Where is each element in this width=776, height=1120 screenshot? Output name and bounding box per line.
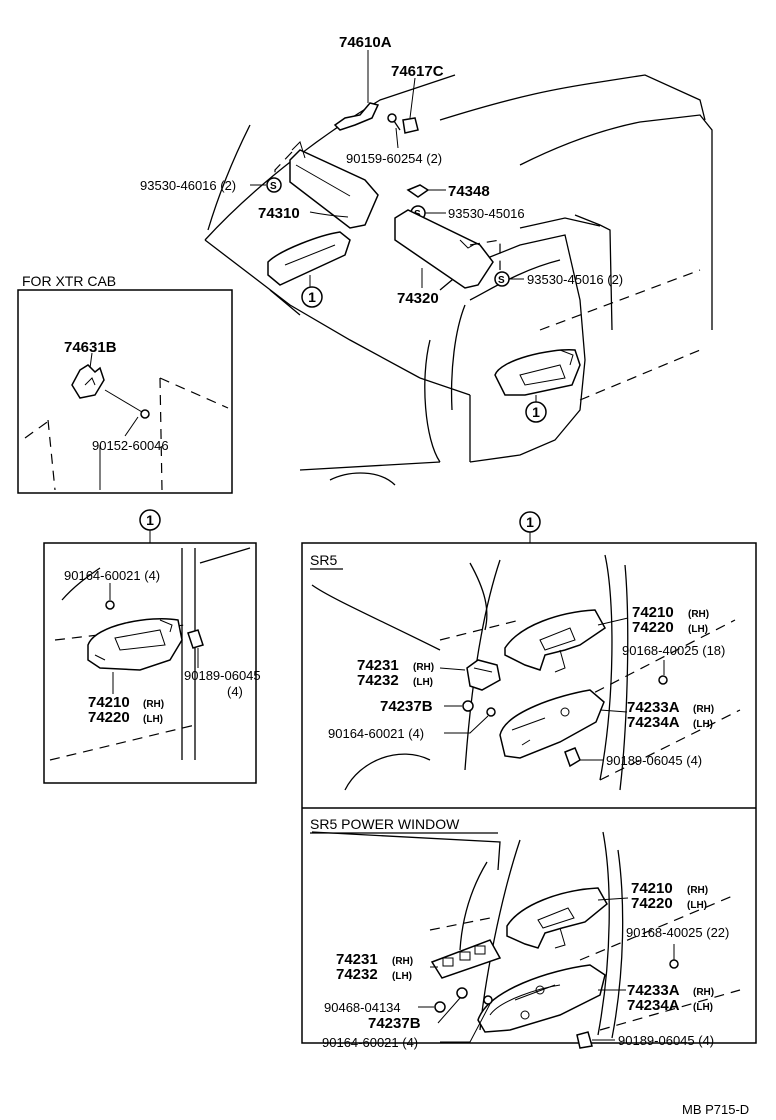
hook-74610A [333,102,380,131]
sr5-title: SR5 [310,552,337,568]
label-74231-side-sr5: (RH) [413,662,434,673]
door-grip-box-standard [43,542,257,784]
sr5-door-detail [311,554,741,791]
label-90189-06045-left: 90189-06045 [184,668,261,683]
label-74233A-side-pw: (RH) [693,987,714,998]
label-74210-side-sr5: (RH) [688,609,709,620]
svg-text:1: 1 [526,514,534,530]
label-74234A-pw: 74234A [627,997,680,1014]
label-74610A: 74610A [339,34,392,51]
label-90164-60021-pw: 90164-60021 (4) [322,1035,418,1050]
svg-text:1: 1 [532,404,540,420]
label-90168-40025-pw: 90168-40025 (22) [626,925,729,940]
s-mark-right: S [494,271,510,287]
diagram-code: MB P715-D [682,1102,749,1117]
label-74237B-pw: 74237B [368,1015,421,1032]
label-74617C: 74617C [391,63,444,80]
label-74210-pw: 74210 [631,880,673,897]
label-74232-sr5: 74232 [357,672,399,689]
label-74220-pw: 74220 [631,895,673,912]
label-90468-04134: 90468-04134 [324,1000,401,1015]
svg-text:1: 1 [308,289,316,305]
sun-visor-74320 [394,209,501,289]
label-74234A-sr5: 74234A [627,714,680,731]
label-74210-side-pw: (RH) [687,885,708,896]
svg-text:1: 1 [146,512,154,528]
label-74320: 74320 [397,290,439,307]
label-74232-pw: 74232 [336,966,378,983]
s-mark-left: S [266,177,282,193]
label-93530-45016: 93530-45016 [448,206,525,221]
label-90189-06045-pw: 90189-06045 (4) [618,1033,714,1048]
label-74631B: 74631B [64,339,117,356]
label-90164-60021-left: 90164-60021 (4) [64,568,160,583]
label-74210-sr5: 74210 [632,604,674,621]
label-74210-left: 74210 [88,694,130,711]
label-74220-sr5: 74220 [632,619,674,636]
label-74233A-pw: 74233A [627,982,680,999]
label-90168-40025-sr5: 90168-40025 (18) [622,643,725,658]
label-74234A-side-sr5: (LH) [693,719,713,730]
cab-outline [204,74,713,486]
label-74234A-side-pw: (LH) [693,1002,713,1013]
label-74348: 74348 [448,183,490,200]
svg-text:S: S [498,275,505,286]
sr5pw-title: SR5 POWER WINDOW [310,816,460,832]
xtr-cab-box [17,289,233,494]
xtr-cab-detail [24,364,229,491]
label-74220-side-sr5: (LH) [688,624,708,635]
label-74220-side-left: (LH) [143,714,163,725]
label-74310: 74310 [258,205,300,222]
label-93530-46016-left: 93530-46016 (2) [140,178,236,193]
label-74232-side-pw: (LH) [392,971,412,982]
label-90152-60046: 90152-60046 [92,438,169,453]
door-trim-box [301,542,757,1044]
label-74231-pw: 74231 [336,951,378,968]
label-74233A-side-sr5: (RH) [693,704,714,715]
assist-grip-headliner [267,231,351,286]
callout-1-top-right: 1 [525,401,547,423]
label-90189-qty-left: (4) [227,684,243,699]
door-grip-top [494,349,581,396]
label-93530-45016-right: 93530-45016 (2) [527,272,623,287]
callout-1-left-box: 1 [139,509,161,531]
xtr-cab-title: FOR XTR CAB [22,273,116,289]
label-90189-06045-sr5: 90189-06045 (4) [606,753,702,768]
label-74232-side-sr5: (LH) [413,677,433,688]
label-74210-side-left: (RH) [143,699,164,710]
svg-text:S: S [270,181,277,192]
clip-74617C [402,117,419,134]
label-74231-sr5: 74231 [357,657,399,674]
label-74220-left: 74220 [88,709,130,726]
callout-1-top-left: 1 [301,286,323,308]
label-90164-60021-sr5: 90164-60021 (4) [328,726,424,741]
label-74237B-sr5: 74237B [380,698,433,715]
label-74220-side-pw: (LH) [687,900,707,911]
sr5pw-door-detail [311,831,741,1049]
screw-90159 [387,113,401,131]
label-90159-60254: 90159-60254 (2) [346,151,442,166]
label-74231-side-pw: (RH) [392,956,413,967]
label-74233A-sr5: 74233A [627,699,680,716]
bracket-74348 [406,184,430,198]
standard-door-detail [49,547,251,761]
callout-1-sr5-box: 1 [519,511,541,533]
